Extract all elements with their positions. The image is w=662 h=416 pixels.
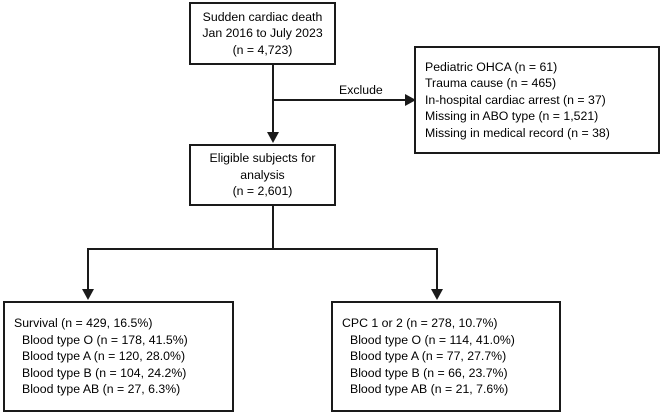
survival-line-1: Survival (n = 429, 16.5%) (14, 316, 153, 331)
cpc-line-2: Blood type O (n = 114, 41.0%) (350, 332, 515, 347)
source-line-2: Jan 2016 to July 2023 (202, 26, 323, 41)
exclusion-line-5: Missing in medical record (n = 38) (425, 125, 610, 140)
eligible-subjects-box: Eligible subjects for analysis (n = 2,60… (189, 144, 336, 206)
source-cohort-box: Sudden cardiac death Jan 2016 to July 20… (189, 2, 336, 65)
source-line-3: (n = 4,723) (232, 42, 293, 57)
exclusion-line-3: In-hospital cardiac arrest (n = 37) (425, 92, 606, 107)
cpc-outcome-box: CPC 1 or 2 (n = 278, 10.7%) Blood type O… (331, 301, 561, 412)
exclude-edge-label: Exclude (337, 83, 385, 97)
survival-outcome-box: Survival (n = 429, 16.5%) Blood type O (… (3, 301, 234, 412)
survival-line-3: Blood type A (n = 120, 28.0%) (22, 349, 186, 364)
cpc-line-5: Blood type AB (n = 21, 7.6%) (350, 382, 509, 397)
eligible-line-2: analysis (240, 167, 285, 182)
connector-exclude-horizontal (272, 99, 415, 101)
connector-left-branch (87, 248, 89, 290)
exclusion-criteria-box: Pediatric OHCA (n = 61) Trauma cause (n … (414, 46, 660, 154)
cpc-line-1: CPC 1 or 2 (n = 278, 10.7%) (342, 316, 498, 331)
cpc-line-4: Blood type B (n = 66, 23.7%) (350, 365, 508, 380)
connector-eligible-stem (272, 206, 274, 250)
arrow-into-cpc-box (431, 289, 443, 300)
exclusion-line-2: Trauma cause (n = 465) (425, 76, 557, 91)
connector-right-branch (436, 248, 438, 290)
survival-line-4: Blood type B (n = 104, 24.2%) (22, 365, 187, 380)
survival-line-2: Blood type O (n = 178, 41.5%) (22, 332, 188, 347)
arrow-into-survival-box (82, 289, 94, 300)
cpc-line-3: Blood type A (n = 77, 27.7%) (350, 349, 507, 364)
eligible-line-1: Eligible subjects for (209, 151, 316, 166)
exclusion-line-1: Pediatric OHCA (n = 61) (425, 59, 558, 74)
source-line-1: Sudden cardiac death (202, 9, 323, 24)
survival-line-5: Blood type AB (n = 27, 6.3%) (22, 382, 181, 397)
exclusion-line-4: Missing in ABO type (n = 1,521) (425, 109, 599, 124)
eligible-line-3: (n = 2,601) (232, 184, 293, 199)
connector-split-horizontal (87, 248, 438, 250)
arrow-into-exclusion-box (405, 94, 416, 106)
arrow-into-eligible-box (267, 132, 279, 143)
